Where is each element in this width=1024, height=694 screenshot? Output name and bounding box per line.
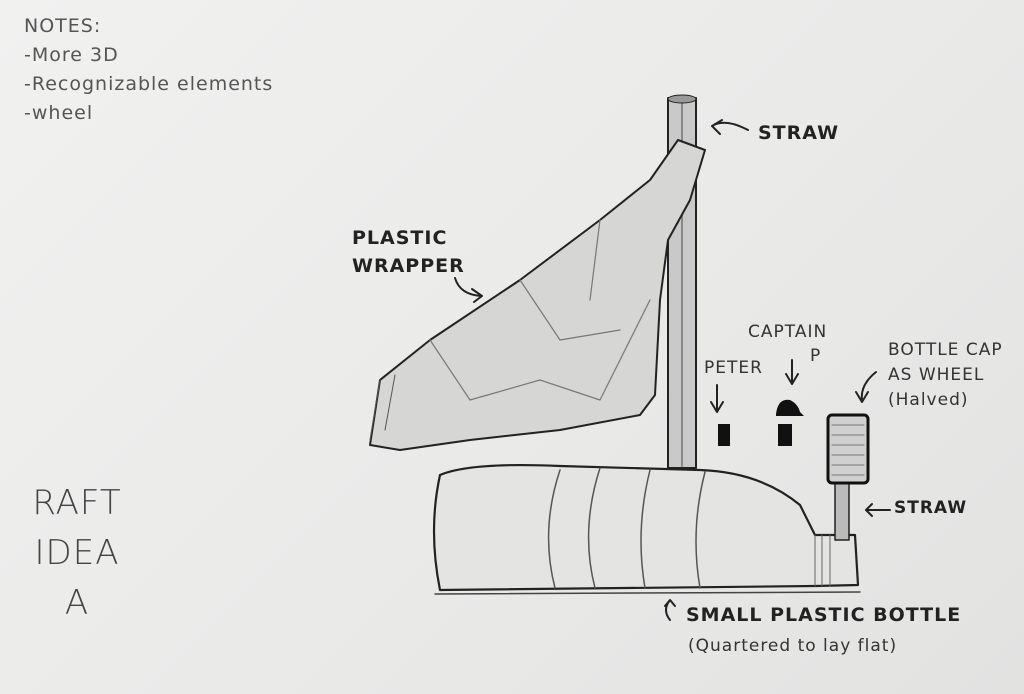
- idea-title-line: RAFT: [32, 483, 122, 523]
- label-plastic-wrapper: PLASTIC WRAPPER: [352, 224, 465, 280]
- plastic-bottle-hull: [432, 463, 861, 595]
- label-bottle-cap: BOTTLE CAP AS WHEEL (Halved): [888, 338, 1003, 413]
- label-peter: PETER: [704, 358, 763, 378]
- label-line: (Halved): [888, 390, 969, 410]
- label-line: P: [810, 346, 822, 366]
- label-line: WRAPPER: [352, 255, 465, 277]
- label-line: CAPTAIN: [748, 322, 828, 342]
- idea-title-line: A: [64, 583, 90, 623]
- label-line: BOTTLE CAP: [888, 340, 1003, 360]
- label-line: AS WHEEL: [888, 365, 985, 385]
- label-straw-axle: STRAW: [894, 498, 968, 518]
- notes-list: NOTES: -More 3D -Recognizable elements -…: [24, 12, 273, 128]
- annotation-arrows: [454, 119, 891, 621]
- note-item: -More 3D: [24, 44, 119, 66]
- label-line: PLASTIC: [352, 227, 448, 249]
- axle-straw: [834, 479, 850, 541]
- label-straw-mast: STRAW: [758, 122, 840, 144]
- label-captain-p: CAPTAIN P: [748, 320, 827, 368]
- label-small-plastic-bottle: SMALL PLASTIC BOTTLE: [686, 604, 962, 626]
- bottle-cap-wheel: [826, 413, 870, 485]
- idea-title-line: IDEA: [34, 533, 120, 573]
- notes-title: NOTES:: [24, 15, 102, 37]
- label-bottle-note: (Quartered to lay flat): [688, 636, 898, 656]
- captain-p-figure: [776, 399, 804, 446]
- note-item: -wheel: [24, 102, 94, 124]
- note-item: -Recognizable elements: [24, 73, 274, 95]
- plastic-wrapper-sail: [369, 139, 706, 451]
- peter-figure: [718, 424, 730, 446]
- idea-title: RAFT IDEA A: [22, 478, 132, 628]
